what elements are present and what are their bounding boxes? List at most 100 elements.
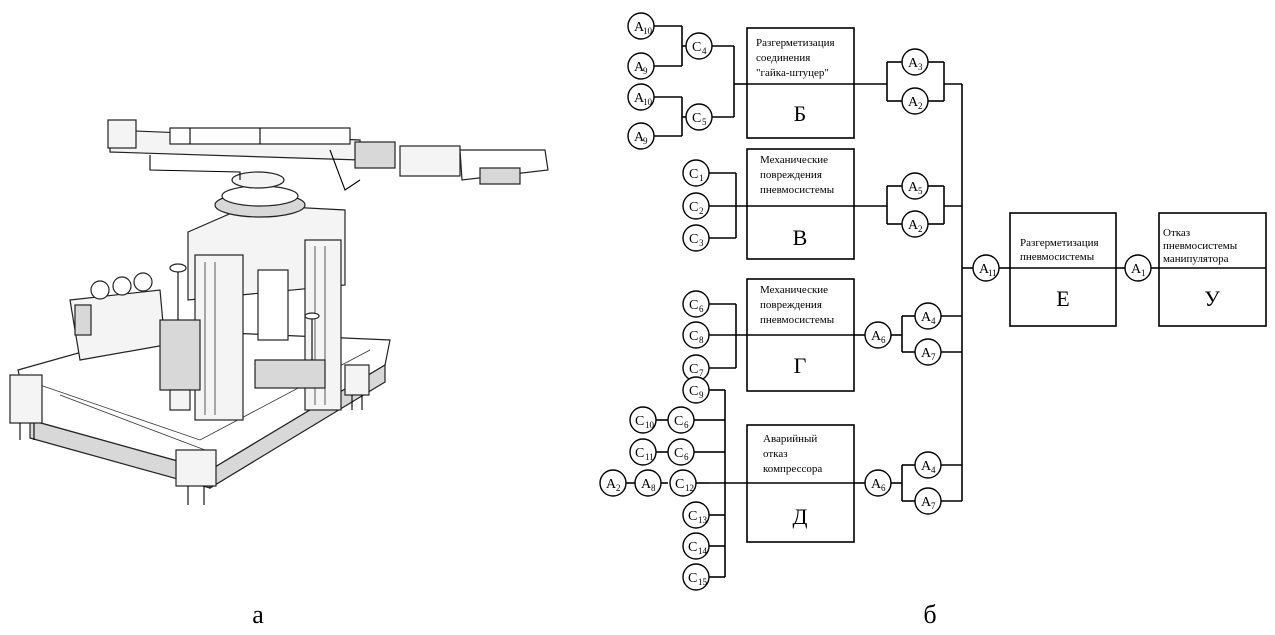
svg-text:7: 7: [931, 352, 936, 362]
block-d-label-1: Аварийный: [763, 433, 817, 445]
svg-text:4: 4: [931, 316, 936, 326]
svg-text:5: 5: [918, 186, 923, 196]
svg-text:С: С: [688, 540, 697, 555]
svg-text:А: А: [921, 495, 932, 510]
svg-text:6: 6: [881, 483, 886, 493]
block-d: Аварийный отказ компрессора Д: [746, 424, 855, 543]
svg-text:13: 13: [698, 515, 708, 525]
svg-text:А: А: [634, 91, 645, 106]
node-a9-lower: А9: [627, 122, 655, 150]
turntable: [221, 185, 299, 207]
block-v: Механические повреждения пневмосистемы В: [746, 148, 855, 260]
svg-text:А: А: [979, 262, 990, 277]
svg-text:3: 3: [699, 238, 704, 248]
svg-text:А: А: [1131, 262, 1142, 277]
svg-text:А: А: [908, 180, 919, 195]
block-e-label-1: Разгерметизация: [1020, 237, 1099, 249]
svg-text:7: 7: [931, 501, 936, 511]
block-u-label-1: Отказ: [1163, 227, 1190, 239]
block-g: Механические повреждения пневмосистемы Г: [746, 278, 855, 392]
svg-text:11: 11: [988, 268, 997, 278]
svg-text:3: 3: [918, 62, 923, 72]
svg-text:2: 2: [918, 101, 923, 111]
svg-text:4: 4: [702, 46, 707, 56]
block-v-label-2: повреждения: [760, 169, 822, 181]
svg-text:С: С: [674, 446, 683, 461]
block-g-label-1: Механические: [760, 284, 828, 296]
svg-text:2: 2: [616, 483, 621, 493]
svg-text:14: 14: [698, 546, 708, 556]
foot-right: [344, 364, 370, 396]
manipulator-illustration: [9, 119, 549, 505]
compressor-unit: [254, 359, 326, 389]
block-b: Разгерметизация соединения "гайка-штуцер…: [746, 27, 855, 139]
block-d-label-2: отказ: [763, 448, 788, 460]
svg-text:С: С: [635, 446, 644, 461]
node-a10-upper: А10: [627, 12, 655, 40]
svg-text:А: А: [921, 310, 932, 325]
node-a10-lower: А10: [627, 83, 655, 111]
svg-text:С: С: [689, 200, 698, 215]
block-b-label-3: "гайка-штуцер": [756, 67, 829, 79]
svg-text:1: 1: [699, 173, 704, 183]
block-g-letter: Г: [794, 353, 807, 378]
block-d-label-3: компрессора: [763, 463, 822, 475]
svg-text:8: 8: [699, 335, 704, 345]
column-left: [194, 254, 244, 421]
block-u-label-3: манипулятора: [1163, 253, 1229, 265]
block-u-label-2: пневмосистемы: [1163, 240, 1238, 252]
svg-text:С: С: [689, 329, 698, 344]
svg-text:С: С: [689, 232, 698, 247]
svg-text:С: С: [635, 414, 644, 429]
block-u-letter: У: [1204, 286, 1220, 311]
svg-text:9: 9: [643, 136, 648, 146]
svg-text:С: С: [689, 298, 698, 313]
block-v-label-1: Механические: [760, 154, 828, 166]
block-g-label-3: пневмосистемы: [760, 314, 835, 326]
block-e-label-2: пневмосистемы: [1020, 251, 1095, 263]
svg-text:2: 2: [918, 224, 923, 234]
block-e-letter: Е: [1056, 286, 1069, 311]
svg-text:А: А: [921, 459, 932, 474]
svg-text:7: 7: [699, 368, 704, 378]
svg-text:А: А: [634, 20, 645, 35]
caption-b: б: [923, 600, 936, 629]
block-b-label-2: соединения: [756, 52, 810, 64]
svg-text:А: А: [908, 56, 919, 71]
svg-text:А: А: [921, 346, 932, 361]
svg-text:10: 10: [643, 97, 653, 107]
svg-text:12: 12: [685, 483, 694, 493]
svg-text:С: С: [688, 571, 697, 586]
gauge-2: [112, 276, 132, 296]
caption-a: а: [252, 600, 264, 629]
block-d-letter: Д: [792, 504, 807, 529]
svg-text:С: С: [689, 167, 698, 182]
svg-text:10: 10: [645, 420, 655, 430]
block-u: Отказ пневмосистемы манипулятора У: [1158, 212, 1267, 327]
svg-text:1: 1: [1141, 268, 1146, 278]
air-cylinder: [257, 269, 289, 341]
svg-text:А: А: [908, 218, 919, 233]
svg-text:А: А: [634, 60, 645, 75]
block-b-label-1: Разгерметизация: [756, 37, 835, 49]
